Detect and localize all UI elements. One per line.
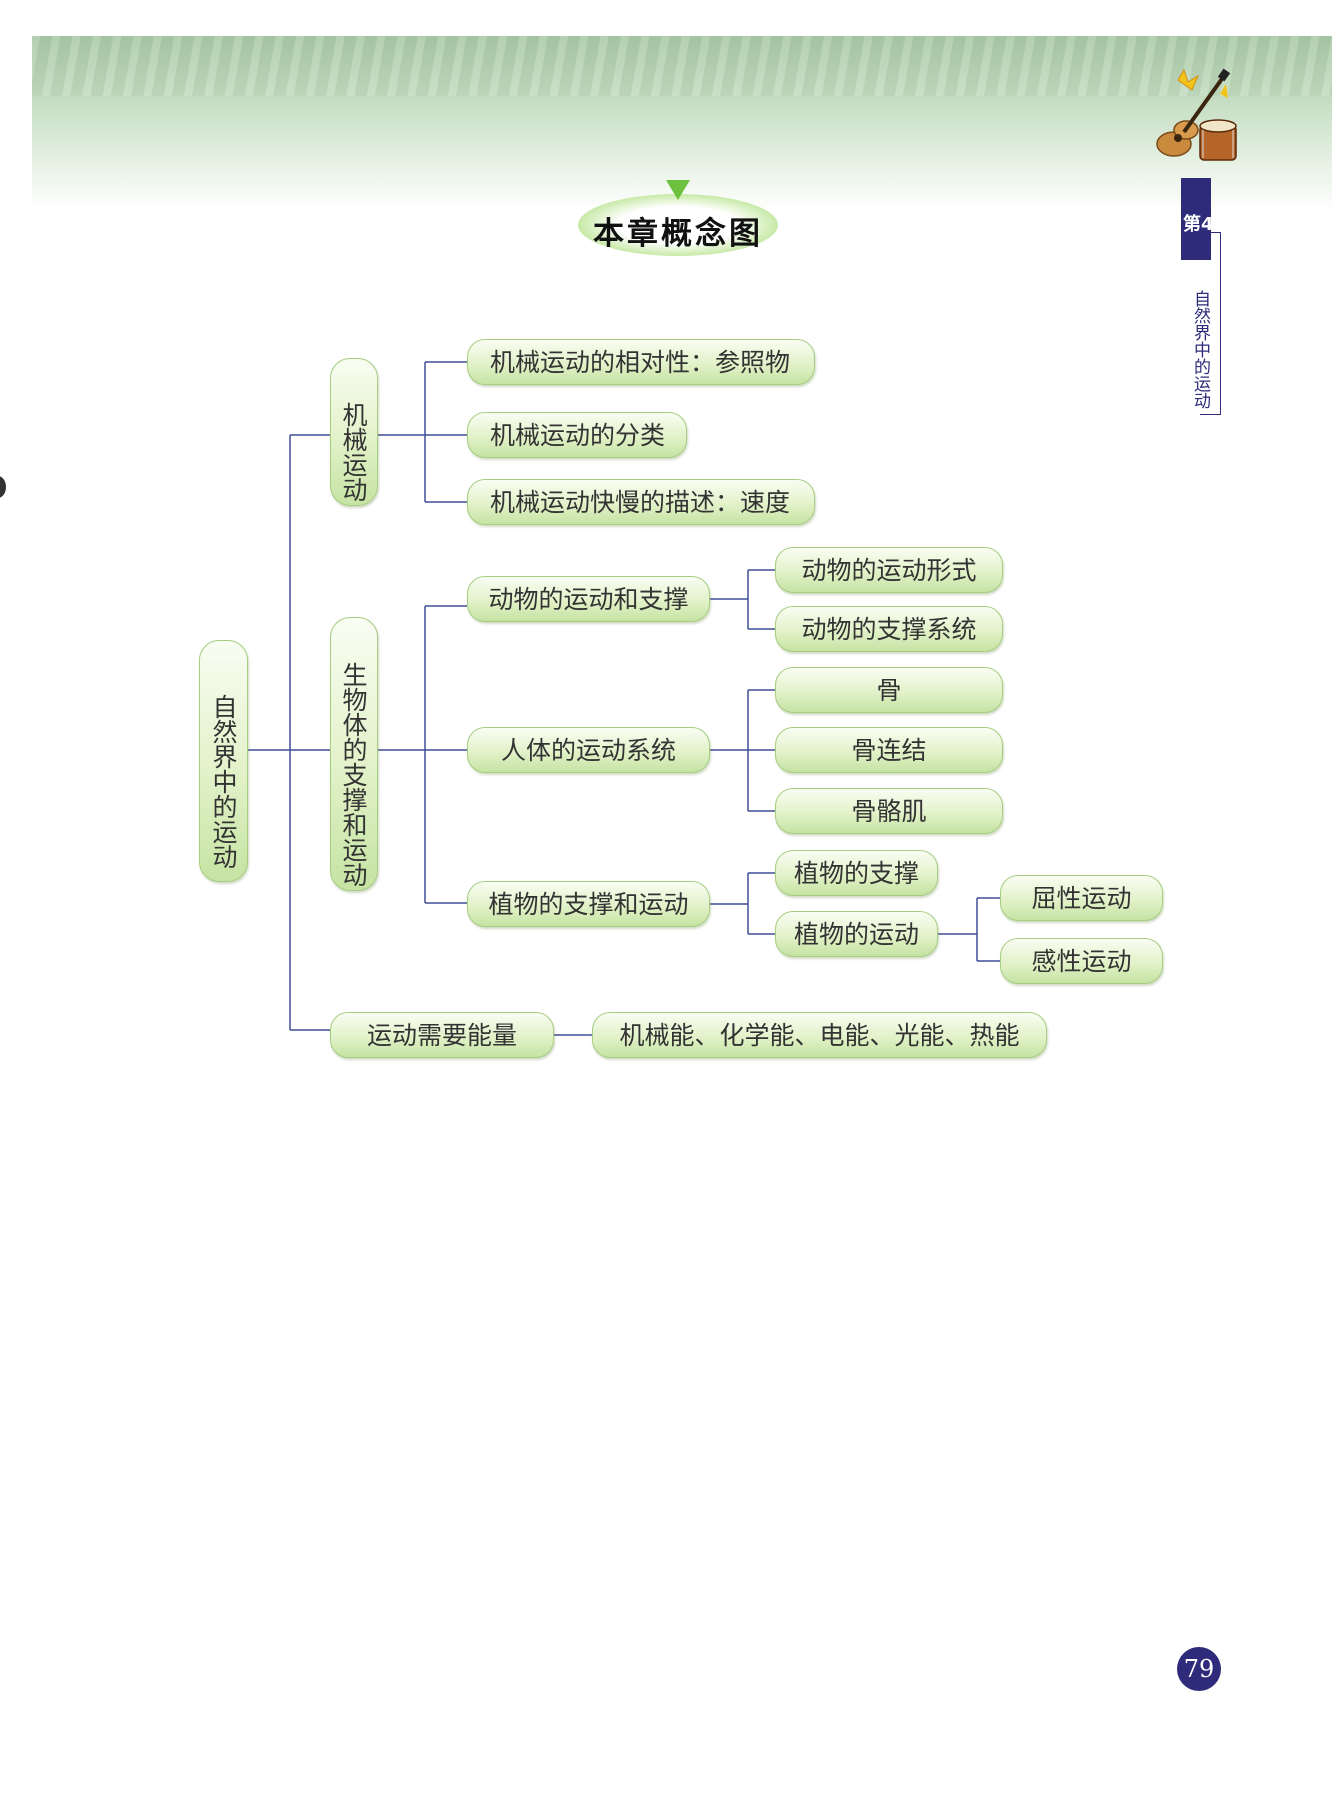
guitar-drum-icon (1156, 68, 1237, 161)
animal-node: 动物的运动和支撑 (467, 576, 710, 622)
title-badge: 本章概念图 (578, 180, 778, 270)
title-arrow-icon (666, 180, 690, 200)
bone-node: 骨 (775, 667, 1003, 713)
plant-node: 植物的支撑和运动 (467, 881, 710, 927)
page-edge-mark (0, 476, 6, 498)
chapter-number: 第4章 (1183, 214, 1232, 235)
joint-node: 骨连结 (775, 727, 1003, 773)
chapter-title: 自然界中的运动 (1190, 290, 1210, 409)
bio-support-motion-node: 生物体的支撑和运动 (330, 617, 378, 891)
chapter-tick-bottom (1200, 414, 1221, 415)
page-number: 79 (1177, 1647, 1221, 1691)
page-title: 本章概念图 (593, 216, 763, 252)
chapter-line (1220, 232, 1221, 414)
animal-forms-node: 动物的运动形式 (775, 547, 1003, 593)
plant-movement-node: 植物的运动 (775, 911, 938, 957)
chapter-tick (1210, 232, 1221, 233)
mech-classification-node: 机械运动的分类 (467, 412, 687, 458)
plant-support-node: 植物的支撑 (775, 850, 938, 896)
energy-types-node: 机械能、化学能、电能、光能、热能 (592, 1012, 1047, 1058)
mech-speed-node: 机械运动快慢的描述：速度 (467, 479, 815, 525)
animal-support-node: 动物的支撑系统 (775, 606, 1003, 652)
tropism-node: 屈性运动 (1000, 875, 1163, 921)
nastic-node: 感性运动 (1000, 938, 1163, 984)
title-ellipse (578, 194, 778, 256)
mech-relativity-node: 机械运动的相对性：参照物 (467, 339, 815, 385)
root-node: 自然界中的运动 (199, 640, 248, 882)
energy-node: 运动需要能量 (330, 1012, 554, 1058)
human-system-node: 人体的运动系统 (467, 727, 710, 773)
mechanical-motion-node: 机械运动 (330, 358, 378, 506)
chapter-tab (1181, 178, 1211, 260)
muscle-node: 骨骼肌 (775, 788, 1003, 834)
